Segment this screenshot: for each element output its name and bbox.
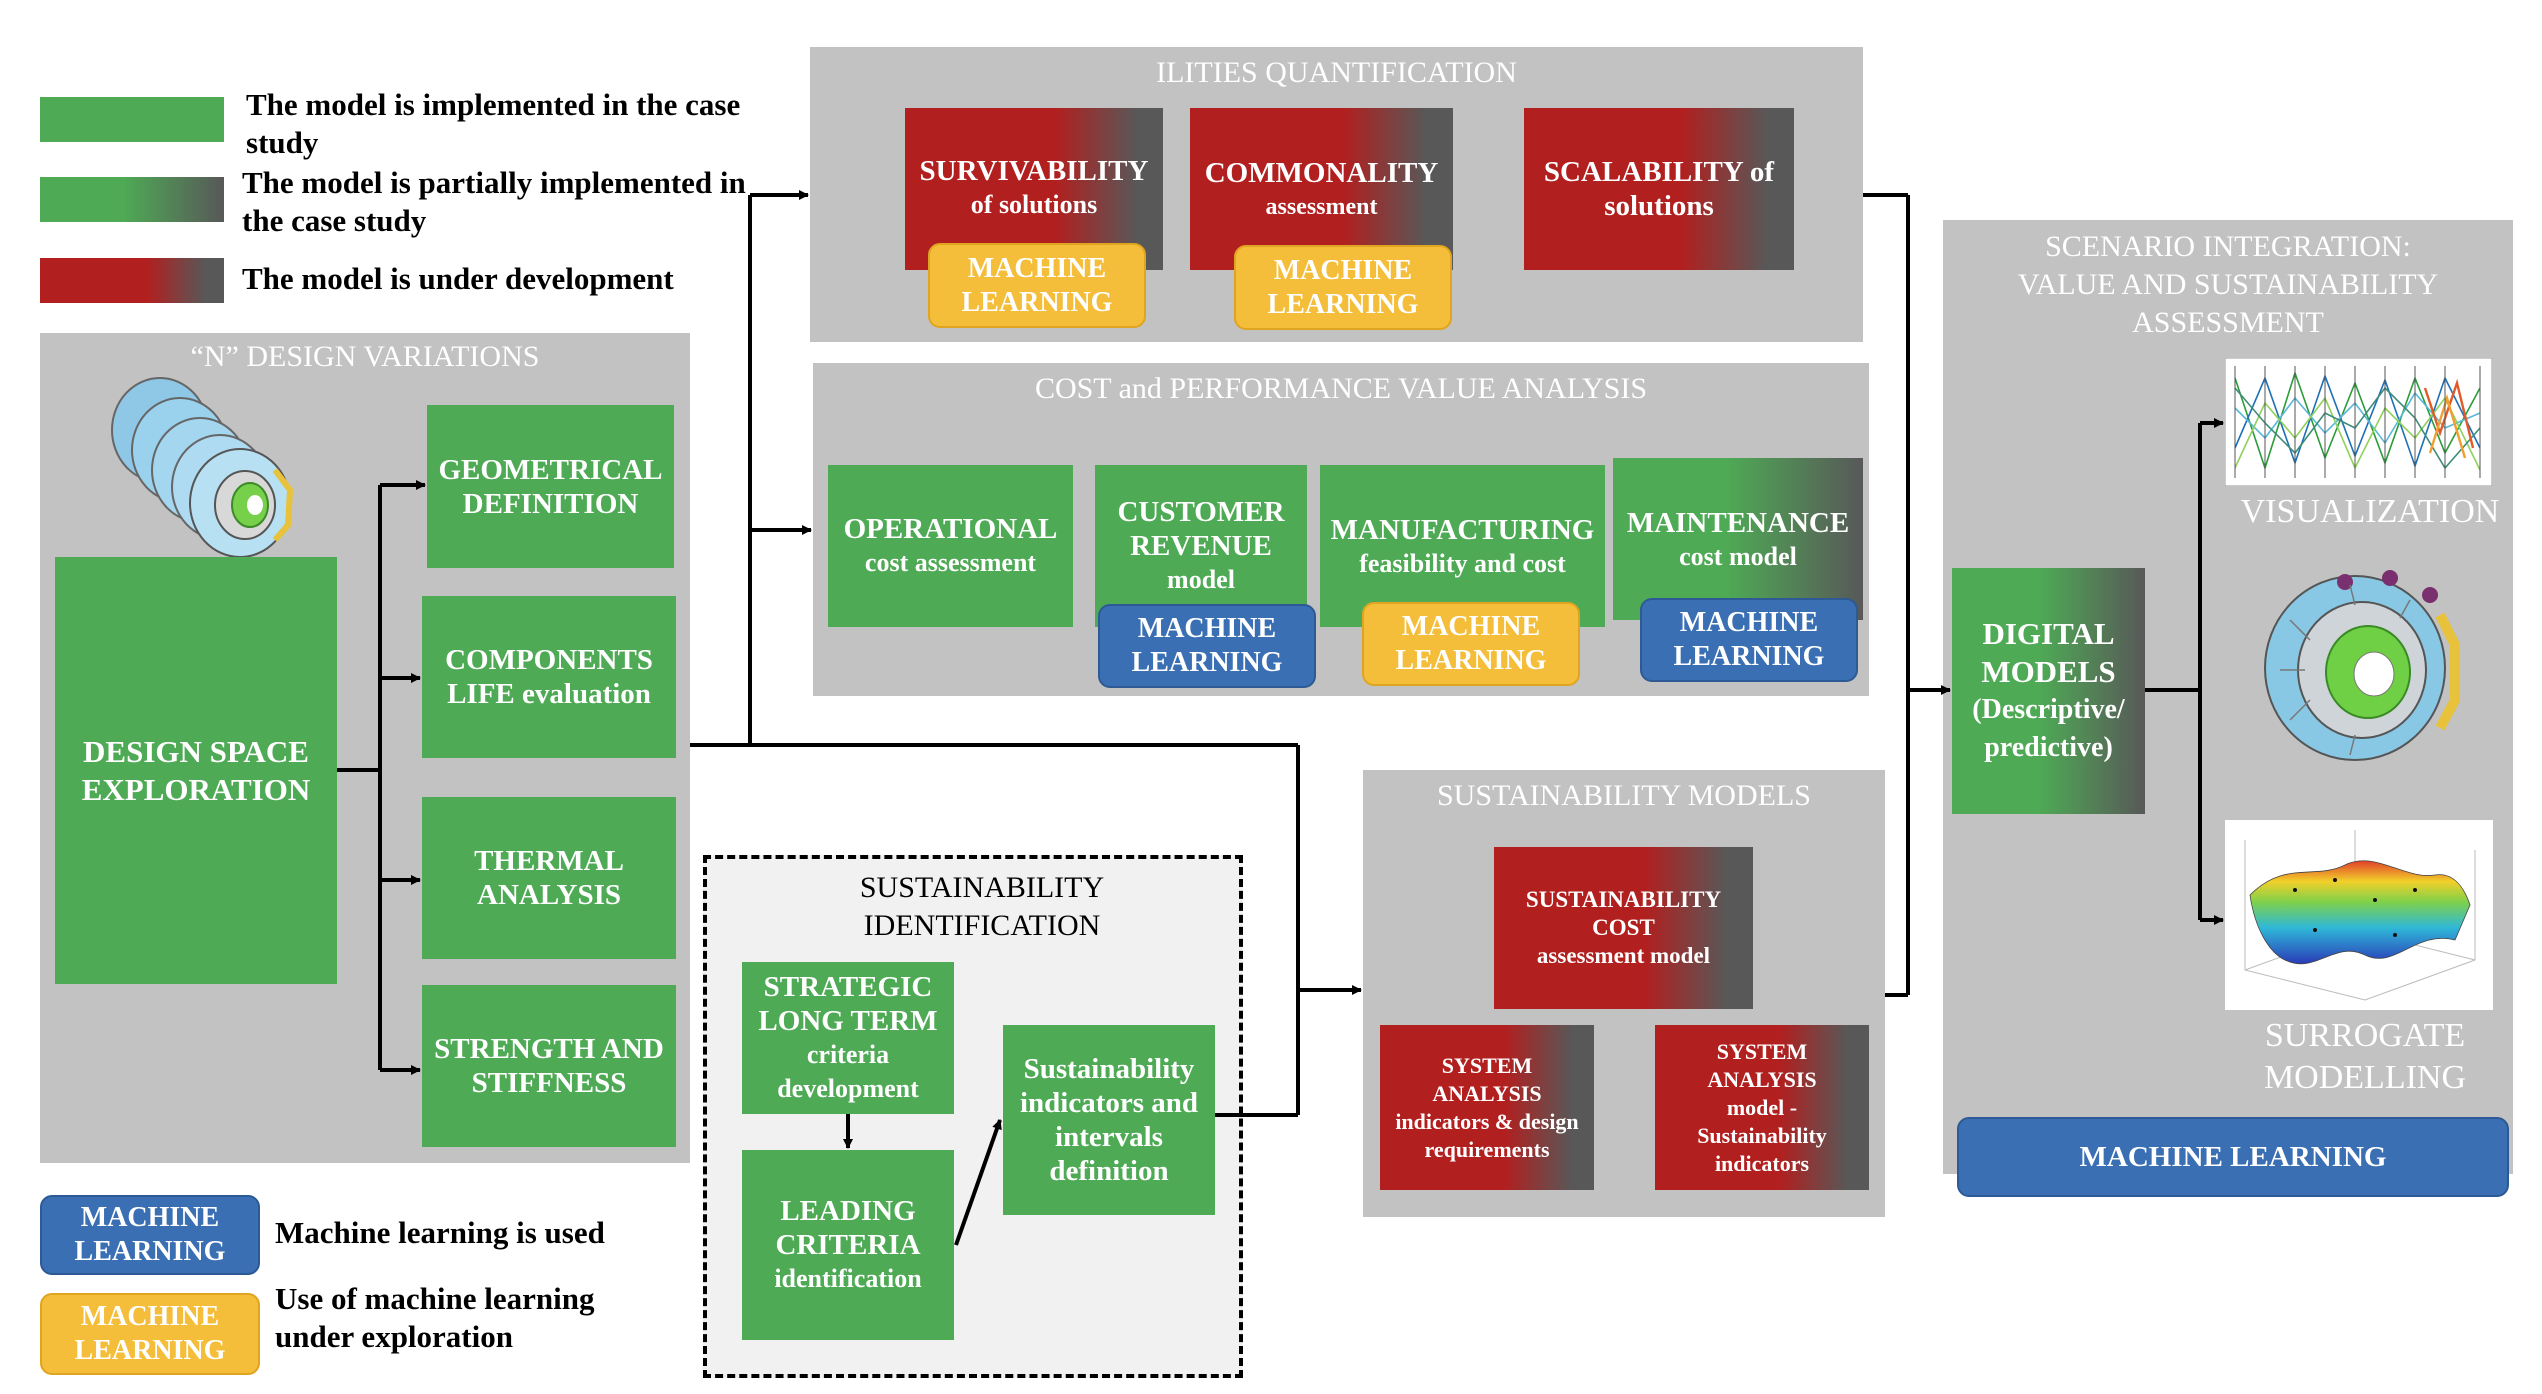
- system-analysis-2-label: SYSTEM ANALYSIS: [1707, 1038, 1817, 1092]
- manufacturing-box: MANUFACTURING feasibility and cost: [1320, 465, 1605, 627]
- commonality-label: COMMONALITY: [1204, 157, 1439, 189]
- sustainability-models-title: SUSTAINABILITY MODELS: [1437, 779, 1811, 812]
- legend-swatch-partial: [40, 177, 224, 222]
- strength-stiffness-label: STRENGTH AND STIFFNESS: [434, 1033, 664, 1099]
- legend-text-implemented: The model is implemented in the case stu…: [246, 87, 741, 160]
- legend-swatch-implemented: [40, 97, 224, 142]
- ilities-ml-badge-2-label: MACHINE LEARNING: [1267, 254, 1419, 320]
- surface-plot-icon: [2225, 820, 2493, 1010]
- ilities-ml-badge-2: MACHINE LEARNING: [1234, 245, 1452, 330]
- sustainability-indicators-box: Sustainability indicators and intervals …: [1003, 1025, 1215, 1215]
- ilities-title: ILITIES QUANTIFICATION: [1156, 56, 1517, 89]
- leading-criteria-box: LEADING CRITERIA identification: [742, 1150, 954, 1340]
- design-variations-title: “N” DESIGN VARIATIONS: [190, 340, 540, 373]
- digital-models-sub: (Descriptive/ predictive): [1972, 694, 2125, 763]
- visualization-label: VISUALIZATION: [2240, 493, 2500, 530]
- scenario-integration-title: SCENARIO INTEGRATION: VALUE AND SUSTAINA…: [2017, 230, 2439, 339]
- design-space-exploration-box: DESIGN SPACE EXPLORATION: [55, 557, 337, 984]
- manufacturing-ml-badge-label: MACHINE LEARNING: [1395, 611, 1547, 676]
- maintenance-sub: cost model: [1679, 542, 1797, 571]
- components-life-box: COMPONENTS LIFE evaluation: [422, 596, 676, 758]
- maintenance-ml-badge: MACHINE LEARNING: [1640, 598, 1858, 682]
- components-life-label: COMPONENTS LIFE evaluation: [445, 644, 653, 710]
- scalability-label: SCALABILITY of: [1543, 156, 1775, 188]
- scalability-box: SCALABILITY of solutions: [1524, 108, 1794, 270]
- scenario-ml-badge: MACHINE LEARNING: [1957, 1117, 2509, 1197]
- legend-ml-explore-badge: MACHINE LEARNING: [40, 1293, 260, 1375]
- legend-ml-used-badge: MACHINE LEARNING: [40, 1195, 260, 1275]
- digital-models-label: DIGITAL MODELS: [1981, 616, 2116, 689]
- maintenance-ml-badge-label: MACHINE LEARNING: [1673, 607, 1825, 672]
- operational-label: OPERATIONAL: [843, 513, 1058, 545]
- sustainability-identification-title: SUSTAINABILITY IDENTIFICATION: [859, 871, 1105, 942]
- survivability-label: SURVIVABILITY: [919, 155, 1149, 187]
- legend-ml-used-badge-label: MACHINE LEARNING: [74, 1202, 226, 1267]
- turbine-3d-icon: [2264, 570, 2460, 761]
- ilities-ml-badge-1-label: MACHINE LEARNING: [961, 252, 1113, 318]
- ilities-ml-badge-1: MACHINE LEARNING: [928, 243, 1146, 328]
- manufacturing-ml-badge: MACHINE LEARNING: [1362, 602, 1580, 686]
- legend-text-under-dev: The model is under development: [242, 261, 674, 296]
- sustainability-cost-box: SUSTAINABILITY COST assessment model: [1494, 847, 1753, 1009]
- legend-swatch-under-dev: [40, 258, 224, 303]
- customer-revenue-label: CUSTOMER REVENUE: [1117, 496, 1285, 562]
- geometrical-definition-label: GEOMETRICAL DEFINITION: [438, 453, 663, 520]
- operational-sub: cost assessment: [864, 548, 1037, 577]
- commonality-box: COMMONALITY assessment: [1190, 108, 1453, 270]
- maintenance-box: MAINTENANCE cost model: [1613, 458, 1863, 620]
- strategic-long-term-sub: criteria development: [777, 1040, 919, 1103]
- customer-ml-badge-label: MACHINE LEARNING: [1131, 613, 1283, 678]
- maintenance-label: MAINTENANCE: [1626, 507, 1850, 539]
- scenario-ml-badge-label: MACHINE LEARNING: [2079, 1141, 2387, 1173]
- cost-performance-title: COST and PERFORMANCE VALUE ANALYSIS: [1034, 372, 1648, 405]
- turbine-stack-icon: [111, 377, 294, 558]
- strategic-long-term-label: STRATEGIC LONG TERM: [758, 971, 938, 1037]
- sustainability-cost-label: SUSTAINABILITY COST: [1525, 887, 1722, 940]
- survivability-sub: of solutions: [970, 190, 1098, 219]
- legend-text-ml-explore: Use of machine learning under exploratio…: [275, 1281, 595, 1354]
- operational-box: OPERATIONAL cost assessment: [828, 465, 1073, 627]
- manufacturing-label: MANUFACTURING: [1330, 514, 1595, 546]
- commonality-sub: assessment: [1265, 194, 1378, 220]
- parallel-coordinates-plot-icon: [2225, 358, 2492, 486]
- surrogate-modelling-label: SURROGATE MODELLING: [2263, 1017, 2467, 1096]
- legend-text-ml-used: Machine learning is used: [275, 1215, 605, 1250]
- system-analysis-2-box: SYSTEM ANALYSIS model - Sustainability i…: [1655, 1025, 1869, 1190]
- customer-ml-badge: MACHINE LEARNING: [1098, 604, 1316, 688]
- system-analysis-1-box: SYSTEM ANALYSIS indicators & design requ…: [1380, 1025, 1594, 1190]
- thermal-analysis-box: THERMAL ANALYSIS: [422, 797, 676, 959]
- digital-models-box: DIGITAL MODELS (Descriptive/ predictive): [1952, 568, 2145, 814]
- manufacturing-sub: feasibility and cost: [1359, 549, 1566, 578]
- leading-criteria-label: LEADING CRITERIA: [775, 1195, 921, 1261]
- leading-criteria-sub: identification: [774, 1264, 922, 1293]
- thermal-analysis-label: THERMAL ANALYSIS: [474, 845, 624, 911]
- strategic-long-term-box: STRATEGIC LONG TERM criteria development: [742, 962, 954, 1114]
- system-analysis-2-sub: model - Sustainability indicators: [1697, 1094, 1827, 1176]
- customer-revenue-sub: model: [1167, 565, 1235, 594]
- system-analysis-1-sub: indicators & design requirements: [1395, 1108, 1579, 1162]
- customer-revenue-box: CUSTOMER REVENUE model: [1095, 465, 1307, 627]
- system-analysis-1-label: SYSTEM ANALYSIS: [1432, 1052, 1542, 1106]
- legend-text-partial: The model is partially implemented in th…: [242, 165, 746, 238]
- legend-ml-explore-badge-label: MACHINE LEARNING: [74, 1301, 226, 1366]
- sustainability-indicators-label: Sustainability indicators and intervals …: [1019, 1053, 1199, 1187]
- design-space-exploration-label: DESIGN SPACE EXPLORATION: [81, 733, 311, 807]
- geometrical-definition-box: GEOMETRICAL DEFINITION: [427, 405, 674, 568]
- sustainability-cost-sub: assessment model: [1536, 943, 1711, 968]
- strength-stiffness-box: STRENGTH AND STIFFNESS: [422, 985, 676, 1147]
- scalability-sub: solutions: [1604, 190, 1714, 222]
